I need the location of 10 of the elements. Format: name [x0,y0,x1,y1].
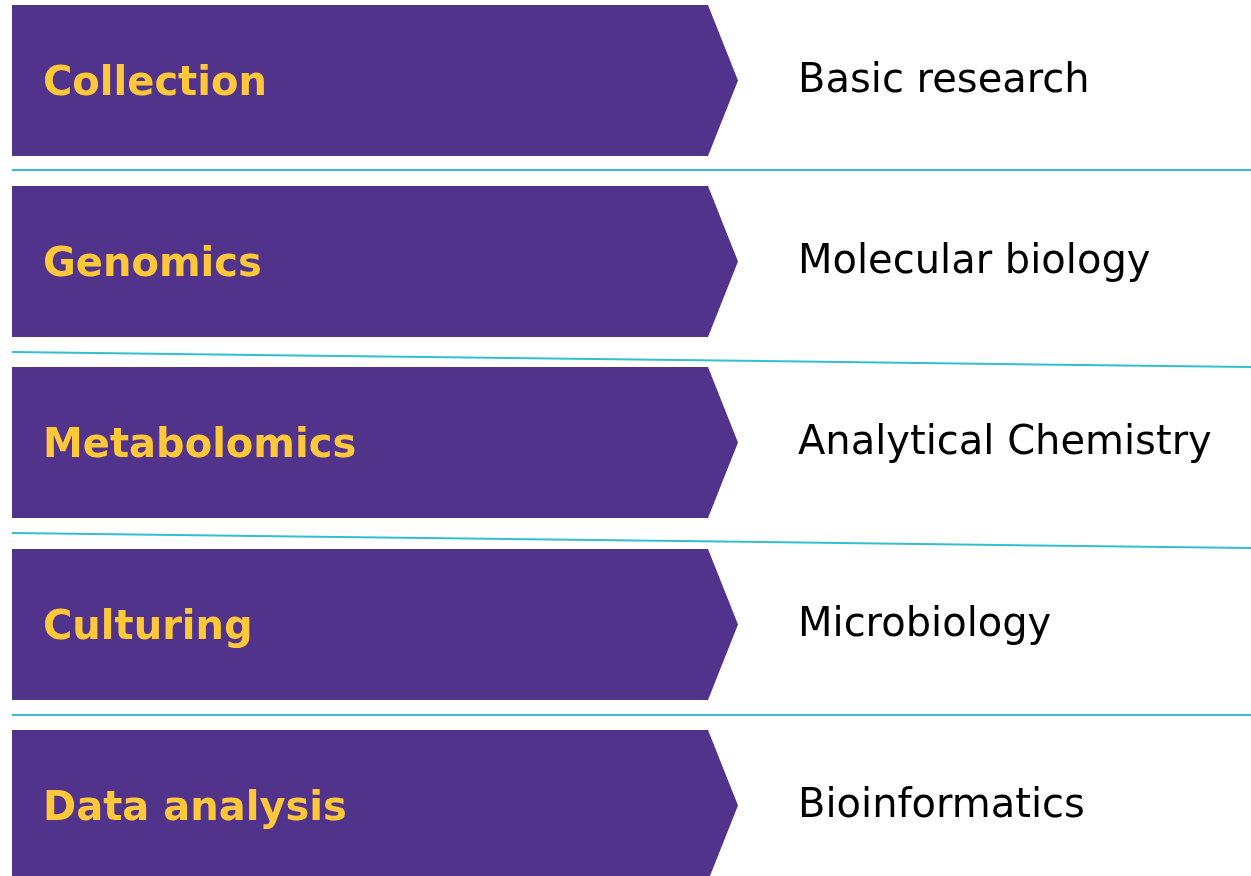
field-label: Microbiology [798,599,1052,645]
stage-label: Culturing [43,601,253,648]
field-label: Molecular biology [798,236,1151,282]
field-label: Basic research [798,55,1090,101]
stage-label: Collection [43,57,267,104]
field-label: Analytical Chemistry [798,417,1212,463]
stage-label: Genomics [43,238,262,285]
stage-label: Metabolomics [43,419,357,466]
field-label: Bioinformatics [798,780,1085,826]
stage-label: Data analysis [43,782,347,829]
